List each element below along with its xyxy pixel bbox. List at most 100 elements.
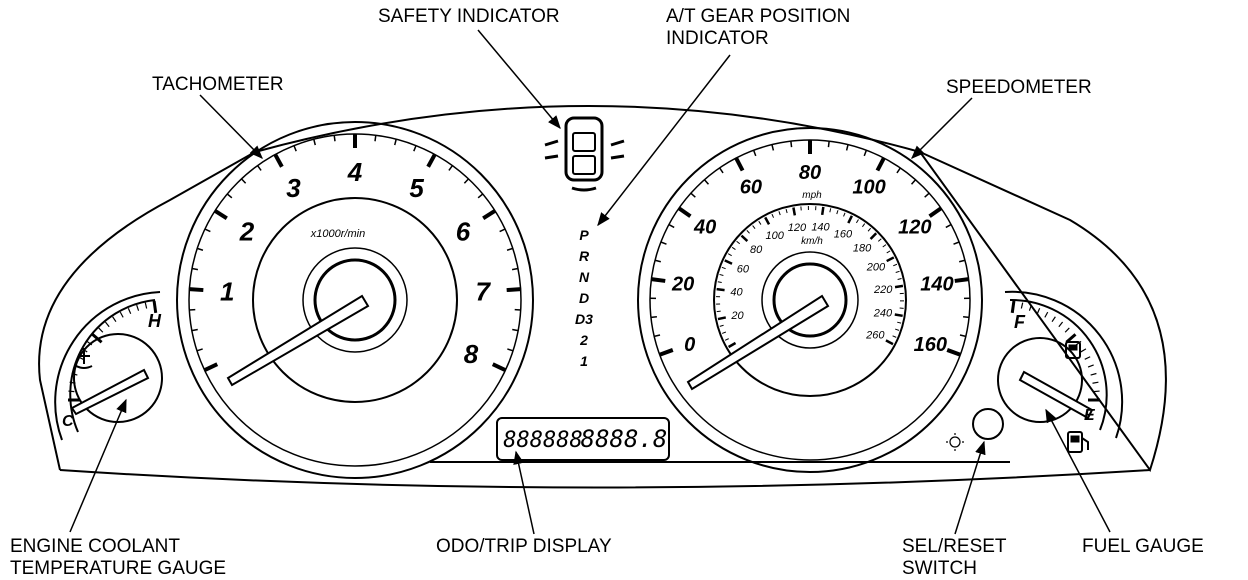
label-sel-reset-2: SWITCH bbox=[902, 558, 977, 579]
speedometer-mph-number: 120 bbox=[898, 217, 931, 239]
tachometer-tick bbox=[499, 228, 506, 233]
speedometer-tick bbox=[928, 206, 943, 218]
gear-position-p: P bbox=[579, 227, 589, 243]
sel-reset-switch bbox=[946, 408, 1004, 451]
tachometer-tick bbox=[512, 328, 519, 332]
gear-position-d: D bbox=[579, 290, 589, 306]
arrow-coolant-gauge bbox=[69, 398, 127, 533]
speedometer-tick bbox=[658, 348, 674, 357]
speedometer-mph-number: 20 bbox=[671, 273, 694, 295]
kmh-tick bbox=[719, 273, 724, 277]
tachometer-number: 6 bbox=[456, 216, 471, 246]
speedometer-tick bbox=[677, 206, 692, 218]
fuel-tick bbox=[1028, 304, 1032, 311]
kmh-tick bbox=[740, 234, 749, 243]
kmh-tick bbox=[894, 284, 904, 289]
speedometer-tick bbox=[660, 241, 667, 245]
temperature-tick bbox=[127, 307, 132, 314]
temperature-tick bbox=[104, 321, 110, 328]
odo-right-digits: 8888.8 bbox=[581, 425, 668, 453]
housing-outline bbox=[38, 149, 1167, 473]
arrow-tachometer bbox=[199, 94, 263, 159]
speedometer-tick bbox=[654, 259, 662, 263]
speedometer-mph-number: 40 bbox=[693, 217, 716, 239]
speedometer-kmh-number: 200 bbox=[866, 261, 886, 273]
kmh-tick bbox=[897, 278, 902, 280]
tachometer-tick bbox=[226, 193, 233, 199]
tachometer-tick bbox=[477, 193, 484, 199]
fuel-tick bbox=[1090, 372, 1097, 376]
kmh-tick bbox=[869, 232, 878, 240]
kmh-tick bbox=[820, 206, 825, 216]
label-gear-position-1: A/T GEAR POSITION bbox=[666, 6, 850, 27]
fuel-pump-icon bbox=[1067, 431, 1089, 453]
tachometer-tick bbox=[482, 209, 497, 221]
fuel-tick bbox=[1058, 321, 1064, 328]
tachometer-tick bbox=[463, 178, 470, 184]
gear-position-1: 1 bbox=[580, 353, 588, 369]
speedometer-tick bbox=[752, 149, 757, 157]
tachometer bbox=[176, 121, 534, 479]
tachometer-tick bbox=[393, 139, 397, 146]
tachometer-tick bbox=[413, 145, 417, 152]
kmh-tick bbox=[785, 208, 788, 214]
kmh-tick bbox=[719, 324, 724, 327]
kmh-tick bbox=[731, 246, 736, 250]
kmh-tick bbox=[885, 339, 894, 346]
tachometer-tick bbox=[204, 228, 211, 233]
gear-position-2: 2 bbox=[579, 332, 588, 348]
tachometer-tick bbox=[240, 178, 247, 184]
speedometer-tick bbox=[954, 277, 969, 283]
temperature-hot-label: H bbox=[148, 311, 162, 331]
cluster-housing bbox=[38, 105, 1167, 489]
tachometer-tick bbox=[507, 348, 514, 352]
kmh-tick bbox=[764, 216, 771, 225]
fuel-tick bbox=[1064, 327, 1070, 333]
kmh-tick bbox=[855, 219, 859, 224]
speedometer-tick bbox=[650, 316, 657, 319]
tachometer-tick bbox=[448, 165, 454, 171]
speedometer-tick bbox=[690, 192, 696, 198]
tachometer-tick bbox=[506, 287, 521, 293]
safety-indicator-icon bbox=[544, 116, 625, 192]
speedometer-mph-number: 140 bbox=[920, 273, 953, 295]
label-coolant-2: TEMPERATURE GAUGE bbox=[10, 558, 226, 579]
label-sel-reset-1: SEL/RESET bbox=[902, 536, 1007, 557]
kmh-tick bbox=[892, 335, 897, 338]
kmh-tick bbox=[716, 287, 725, 292]
kmh-tick bbox=[882, 244, 887, 248]
tachometer-ticks bbox=[189, 134, 521, 372]
temperature-tick bbox=[112, 316, 117, 323]
speedometer-mph-number: 60 bbox=[740, 176, 762, 198]
tachometer-number: 4 bbox=[347, 157, 363, 187]
speedometer-tick bbox=[963, 316, 970, 319]
fuel-tick bbox=[1080, 348, 1087, 353]
speedometer-mph-number: 0 bbox=[684, 334, 695, 356]
speedometer-ticks bbox=[650, 140, 970, 357]
kmh-ticks bbox=[716, 206, 905, 349]
speedometer-tick bbox=[845, 144, 849, 151]
tachometer-tick bbox=[491, 362, 507, 372]
temperature-tick bbox=[68, 390, 75, 393]
tachometer-tick bbox=[374, 135, 377, 142]
kmh-tick bbox=[721, 331, 727, 334]
odo-left-digits: 888888 bbox=[503, 428, 582, 453]
speedometer-tick bbox=[771, 144, 775, 151]
arrow-gear-indicator bbox=[597, 54, 731, 227]
fuel-tick bbox=[1087, 364, 1094, 368]
kmh-tick bbox=[752, 225, 756, 230]
kmh-tick bbox=[758, 220, 762, 225]
temperature-tick bbox=[136, 304, 140, 311]
kmh-tick bbox=[727, 253, 732, 257]
temperature-tick bbox=[98, 327, 104, 333]
tachometer-tick bbox=[256, 165, 262, 171]
label-tachometer: TACHOMETER bbox=[152, 74, 284, 95]
kmh-tick bbox=[895, 328, 900, 331]
speedometer-tick bbox=[790, 141, 793, 148]
speedometer bbox=[637, 127, 983, 473]
brightness-icon bbox=[946, 433, 964, 451]
low-fuel-icon bbox=[1065, 341, 1081, 359]
speedometer-kmh-number: 220 bbox=[873, 284, 893, 296]
